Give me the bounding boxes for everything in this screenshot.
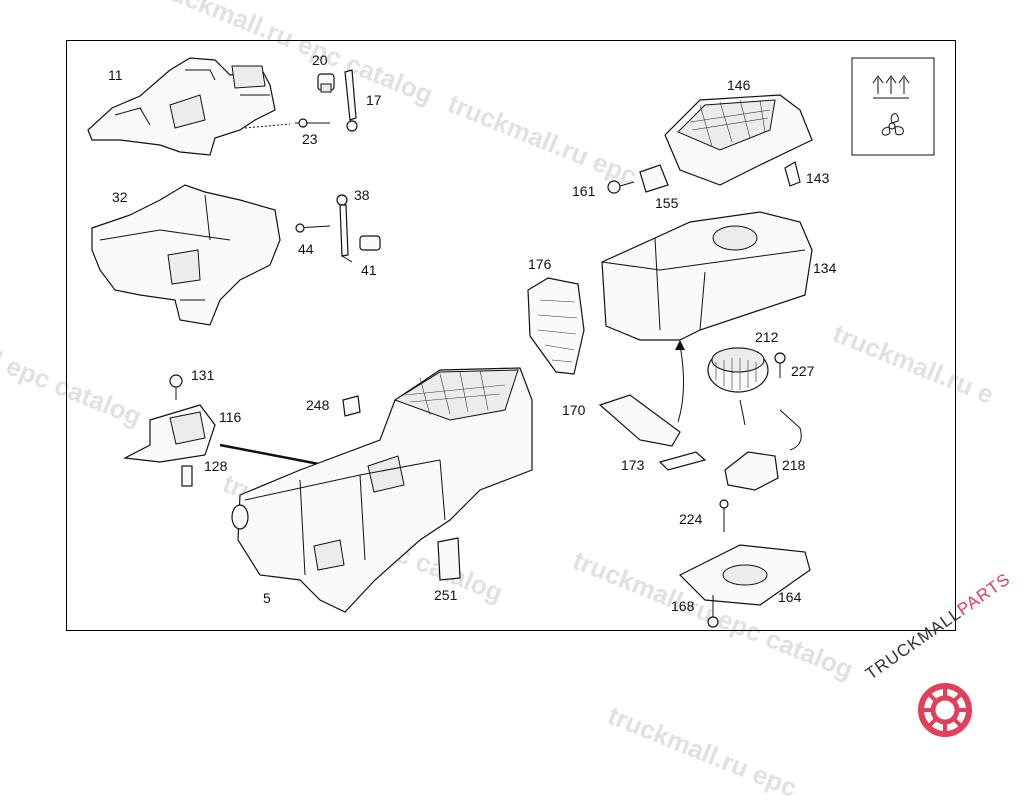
- part-11-housing: [87, 57, 276, 156]
- label-218: 218: [782, 457, 806, 473]
- label-41: 41: [361, 262, 377, 278]
- part-143-clip: [784, 161, 801, 187]
- label-20: 20: [312, 52, 328, 68]
- part-170-bracket: [598, 394, 681, 447]
- part-248-clip: [342, 395, 361, 417]
- label-128: 128: [204, 458, 228, 474]
- label-173: 173: [621, 457, 645, 473]
- fan-icon: [881, 113, 904, 136]
- part-224-screw: [719, 499, 729, 532]
- label-212: 212: [755, 329, 779, 345]
- label-32: 32: [112, 189, 128, 205]
- label-44: 44: [298, 241, 314, 257]
- icon-box: [851, 57, 935, 156]
- label-251: 251: [434, 587, 458, 603]
- part-23-bolt: [244, 118, 330, 129]
- label-131: 131: [191, 367, 215, 383]
- label-248: 248: [306, 397, 330, 413]
- part-5-hvac-unit: [231, 367, 533, 613]
- part-173-cover: [658, 451, 707, 471]
- part-146-filter-housing: [664, 94, 813, 186]
- label-168: 168: [671, 598, 695, 614]
- part-38-rod: [336, 194, 353, 263]
- part-227-screw: [774, 352, 786, 378]
- label-227: 227: [791, 363, 815, 379]
- label-116: 116: [219, 409, 242, 425]
- part-168-screw: [707, 595, 719, 628]
- label-224: 224: [679, 511, 703, 527]
- part-218-resistor: [724, 399, 802, 491]
- part-44-bolt: [295, 223, 331, 233]
- label-164: 164: [778, 589, 802, 605]
- label-155: 155: [655, 195, 679, 211]
- part-128-clip: [181, 465, 193, 487]
- part-155-bracket: [639, 164, 669, 193]
- label-170: 170: [562, 402, 586, 418]
- label-17: 17: [366, 92, 382, 108]
- label-161: 161: [572, 183, 596, 199]
- part-41-clip: [359, 235, 381, 251]
- label-23: 23: [302, 131, 318, 147]
- part-251-insert: [437, 537, 461, 581]
- part-164-base-plate: [678, 544, 811, 606]
- part-131-screw: [169, 374, 183, 400]
- part-212-blower-motor: [707, 347, 769, 393]
- part-134-blower-housing: [601, 211, 813, 341]
- part-20-clip: [317, 73, 335, 93]
- label-143: 143: [806, 170, 830, 186]
- part-32-housing: [91, 184, 281, 326]
- diagram-frame: [66, 40, 956, 631]
- parts-drawing: [87, 57, 972, 737]
- label-38: 38: [354, 187, 370, 203]
- heat-rising-icon: [872, 75, 910, 99]
- label-134: 134: [813, 260, 837, 276]
- label-5: 5: [263, 590, 271, 606]
- label-176: 176: [528, 256, 552, 272]
- label-146: 146: [727, 77, 751, 93]
- part-161-screw: [607, 180, 635, 194]
- label-11: 11: [108, 67, 123, 83]
- part-17-rod: [344, 69, 358, 132]
- truckmall-logo: [918, 683, 972, 737]
- part-116-duct: [122, 404, 216, 463]
- part-176-filter: [527, 277, 585, 375]
